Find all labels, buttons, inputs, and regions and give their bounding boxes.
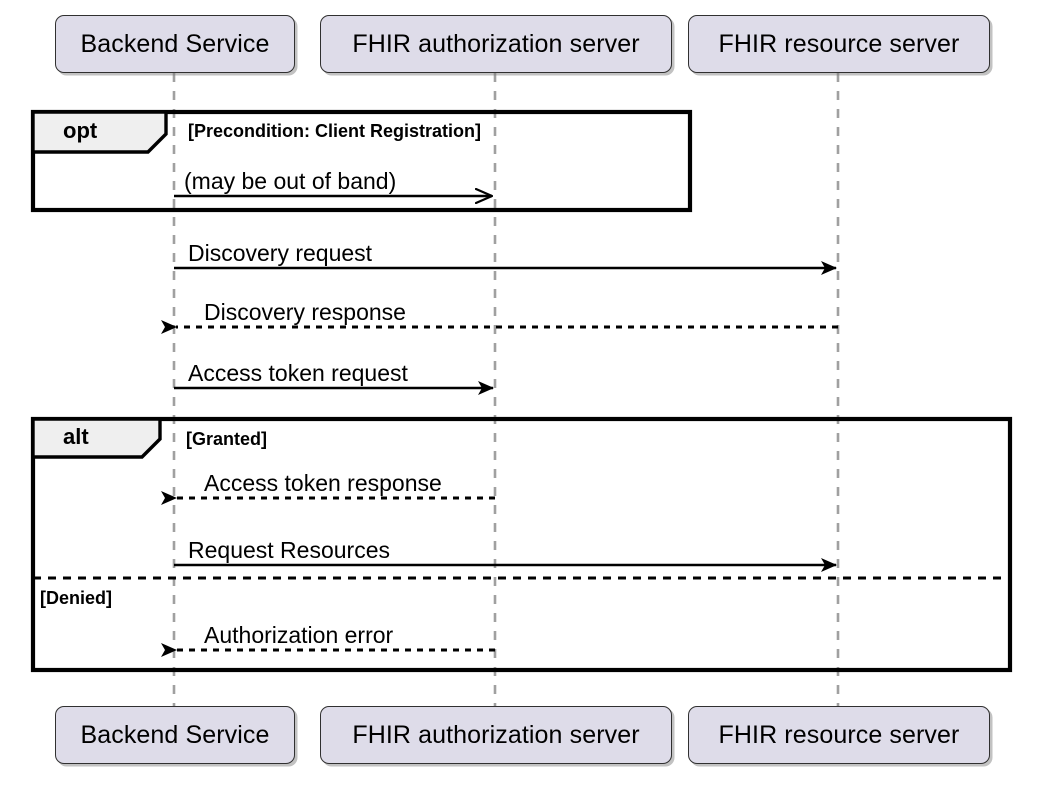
fragment-guard-condition: [Granted]: [186, 429, 267, 449]
fragment-alt-authorization-outcome-border: [30, 416, 1013, 673]
participant-label: Backend Service: [80, 29, 270, 58]
fragment-opt-client-registration-border: [30, 109, 693, 213]
fragments-group: [30, 109, 1013, 673]
lifelines-group: [172, 73, 840, 706]
participant-label: FHIR resource server: [718, 720, 960, 749]
fragment-opt-client-registration-operator-tab: [31, 110, 168, 154]
fragment-guard-condition: [Denied]: [40, 588, 112, 608]
participant-label: FHIR authorization server: [352, 720, 640, 749]
participant-auth-top[interactable]: FHIR authorization server: [320, 15, 672, 73]
message-label-msg-access-token-response: Access token response: [204, 470, 442, 496]
message-label-msg-discovery-response: Discovery response: [204, 299, 406, 325]
participant-backend-top[interactable]: Backend Service: [55, 15, 295, 73]
participant-resource-top[interactable]: FHIR resource server: [688, 15, 990, 73]
message-label-msg-authorization-error: Authorization error: [204, 622, 394, 648]
fragment-guard-condition: [Precondition: Client Registration]: [188, 121, 482, 141]
participant-label: FHIR resource server: [718, 29, 960, 58]
fragment-operator-label: alt: [63, 424, 89, 449]
participant-label: Backend Service: [80, 720, 270, 749]
participant-label: FHIR authorization server: [352, 29, 640, 58]
message-label-msg-access-token-request: Access token request: [188, 360, 408, 386]
messages-group: [161, 196, 838, 657]
message-label-msg-request-resources: Request Resources: [188, 537, 390, 563]
participant-backend-bottom[interactable]: Backend Service: [55, 706, 295, 764]
participant-auth-bottom[interactable]: FHIR authorization server: [320, 706, 672, 764]
fragment-operator-label: opt: [63, 118, 98, 143]
message-label-msg-client-registration: (may be out of band): [184, 168, 397, 194]
fragment-alt-authorization-outcome-operator-tab: [31, 417, 162, 459]
message-label-msg-discovery-request: Discovery request: [188, 240, 373, 266]
participant-resource-bottom[interactable]: FHIR resource server: [688, 706, 990, 764]
